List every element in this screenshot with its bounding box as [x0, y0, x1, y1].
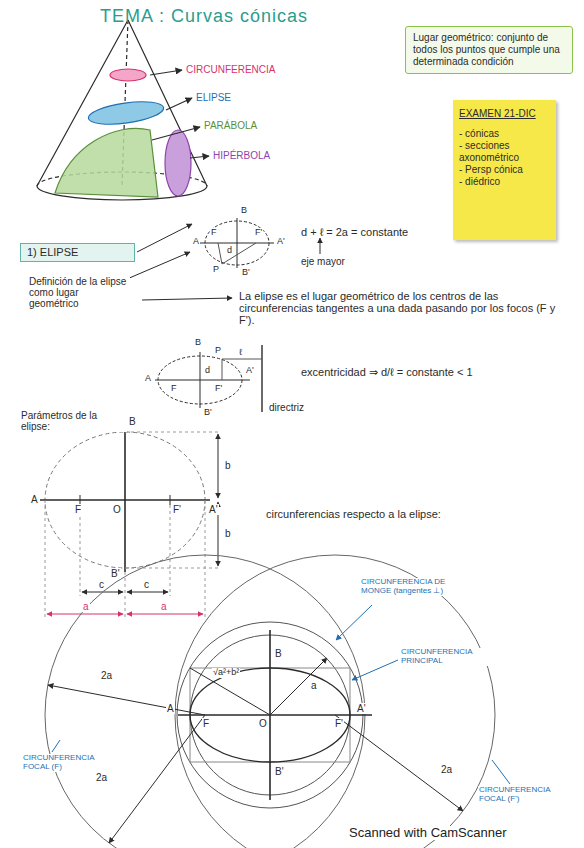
- node-text: Lugar geométrico: conjunto de todos los …: [413, 32, 565, 68]
- node-text: EXAMEN 21-DIC: [459, 108, 550, 120]
- cone-drawing: [37, 20, 209, 200]
- point-label: A: [144, 374, 152, 384]
- point-label: F: [202, 718, 210, 729]
- note-text: √a²+b²: [212, 668, 240, 678]
- definition-box: Lugar geométrico: conjunto de todos los …: [405, 26, 573, 74]
- point-label: A: [192, 237, 200, 247]
- note-text: ELIPSE: [195, 92, 232, 103]
- leader-arrows: [120, 224, 320, 300]
- point-label: F: [74, 504, 82, 515]
- note-text: CIRCUNFERENCIA DE MONGE (tangentes ⊥): [360, 578, 462, 596]
- point-label: B': [110, 568, 121, 579]
- point-label: F': [172, 504, 182, 515]
- point-label: F: [170, 384, 178, 394]
- point-label: A': [208, 504, 219, 515]
- sticky-note: EXAMEN 21-DIC - cónicas- secciones axonom…: [453, 100, 556, 240]
- point-label: A': [356, 703, 367, 714]
- point-label: B: [274, 648, 283, 659]
- page-title: TEMA : Curvas cónicas: [100, 6, 308, 27]
- note-text: circunferencias respecto a la elipse:: [265, 508, 442, 520]
- point-label: 2a: [95, 772, 108, 783]
- point-label: O: [258, 718, 268, 729]
- point-label: A: [30, 494, 39, 505]
- note-text: La elipse es el lugar geométrico de los …: [238, 290, 570, 326]
- ellipse-sketch-2: [155, 345, 262, 412]
- point-label: F: [210, 228, 218, 238]
- note-text: HIPÉRBOLA: [212, 150, 271, 161]
- section-heading: 1) ELIPSE: [20, 243, 135, 262]
- point-label: b: [224, 528, 232, 539]
- point-label: ℓ: [238, 348, 243, 358]
- point-label: a: [310, 680, 318, 691]
- node-text: - Persp cónica: [459, 164, 550, 176]
- point-label: B: [240, 206, 248, 216]
- ellipse-sketch-1: [200, 218, 274, 268]
- point-label: c: [143, 579, 150, 590]
- node-text: 1) ELIPSE: [27, 246, 128, 259]
- note-text: d + ℓ = 2a = constante: [300, 226, 409, 238]
- point-label: d: [226, 246, 233, 256]
- point-label: O: [112, 504, 122, 515]
- note-text: Parámetros de la elipse:: [20, 410, 127, 432]
- point-label: F': [254, 228, 263, 238]
- point-label: c: [98, 579, 105, 590]
- watermark: Scanned with CamScanner: [348, 826, 508, 840]
- point-label: B: [128, 416, 137, 427]
- point-label: B': [203, 408, 213, 418]
- point-label: b: [224, 460, 232, 471]
- point-label: A: [166, 703, 175, 714]
- note-text: CIRCUNFERENCIA FOCAL (F): [22, 754, 102, 772]
- point-label: B': [274, 766, 285, 777]
- note-text: directriz: [268, 402, 305, 413]
- note-text: CIRCUNFERENCIA PRINCIPAL: [400, 648, 492, 666]
- note-text: CIRCUNFERENCIA: [185, 64, 276, 75]
- note-text: excentricidad ⇒ d/ℓ = constante < 1: [300, 366, 474, 378]
- node-text: - secciones axonométrico: [459, 140, 550, 164]
- point-label: a: [82, 601, 90, 612]
- note-text: PARÁBOLA: [203, 120, 258, 131]
- note-text: Definición de la elipse como lugar geomé…: [28, 276, 130, 309]
- ellipse-circles: [45, 555, 510, 848]
- point-label: P: [214, 346, 222, 356]
- node-text: - cónicas: [459, 128, 550, 140]
- point-label: A': [276, 237, 286, 247]
- point-label: 2a: [440, 764, 453, 775]
- point-label: F': [334, 718, 344, 729]
- point-label: a: [160, 601, 168, 612]
- point-label: B': [241, 268, 251, 278]
- point-label: P: [212, 265, 220, 275]
- point-label: 2a: [100, 670, 113, 681]
- note-text: CIRCUNFERENCIA FOCAL (F'): [478, 786, 575, 804]
- node-text: - diédrico: [459, 176, 550, 188]
- point-label: B: [194, 338, 202, 348]
- ellipse-parameters: [40, 428, 218, 618]
- point-label: d: [204, 366, 211, 376]
- point-label: A': [245, 366, 255, 376]
- point-label: F': [214, 384, 223, 394]
- note-text: eje mayor: [300, 256, 346, 267]
